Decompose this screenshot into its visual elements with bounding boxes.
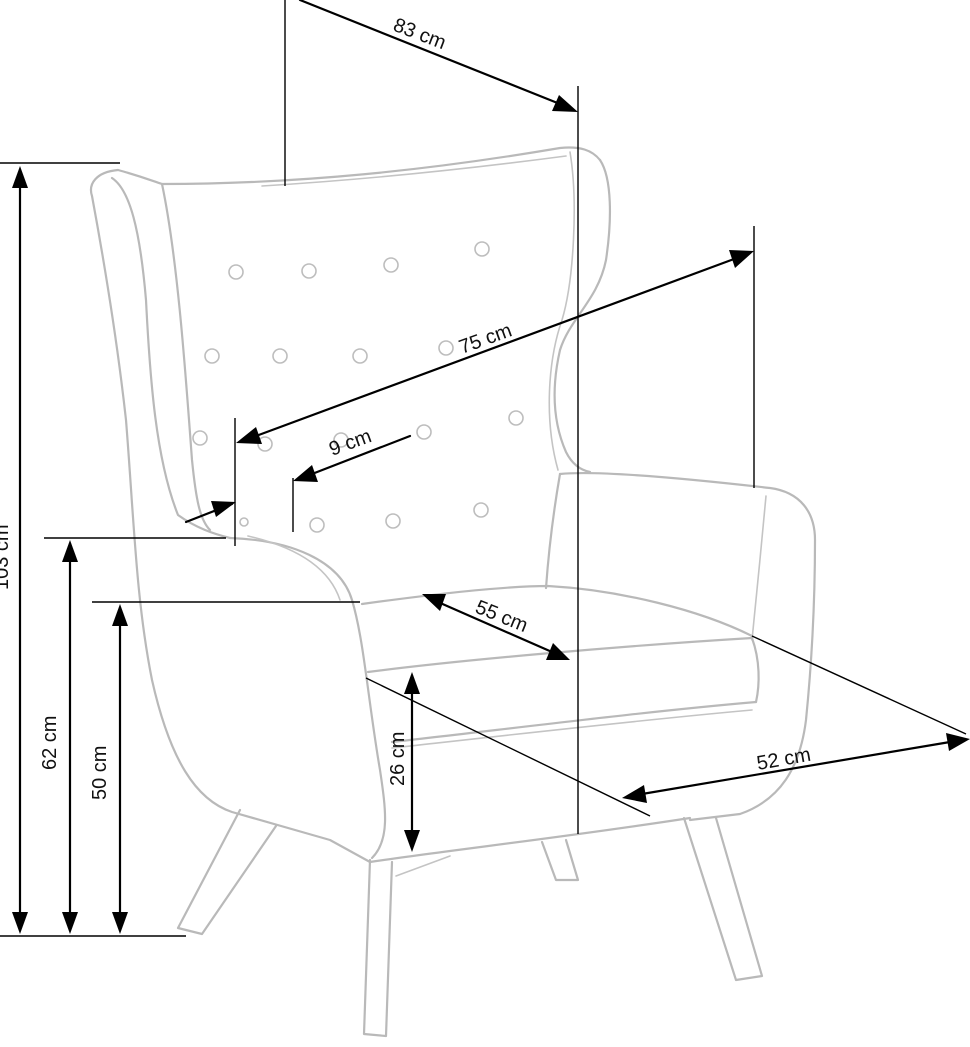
width-total-label: 75 cm bbox=[456, 319, 515, 358]
seat-width-label: 52 cm bbox=[755, 744, 812, 775]
left-wing-outline bbox=[89, 168, 372, 864]
tuft-button bbox=[333, 432, 349, 448]
tuft-button bbox=[385, 513, 401, 529]
right-arm-front bbox=[751, 495, 767, 641]
front-right-leg bbox=[682, 816, 764, 982]
front-left-leg bbox=[362, 858, 394, 1038]
tuft-button bbox=[473, 502, 489, 518]
tuft-button bbox=[416, 424, 432, 440]
dimension-labels: 83 cm 75 cm 9 cm 55 cm 52 cm 103 cm 62 c… bbox=[0, 14, 813, 800]
seat-height-arrowhead-top bbox=[112, 604, 128, 626]
seat-depth-dimension-line bbox=[436, 600, 554, 654]
seat-base-line bbox=[391, 709, 753, 749]
seat-cushion-front-top bbox=[366, 636, 754, 674]
tuft-button bbox=[228, 264, 244, 280]
tuft-button bbox=[257, 436, 273, 452]
cushion-arrowhead-top bbox=[404, 672, 420, 694]
seat-height-arrowhead-bottom bbox=[112, 912, 128, 934]
backrest-top bbox=[116, 146, 602, 186]
armrest-height-label: 62 cm bbox=[39, 716, 61, 770]
seat-width-arrowhead-right bbox=[946, 733, 970, 751]
left-arm-outline bbox=[228, 536, 387, 860]
height-arrowhead-top bbox=[12, 166, 28, 188]
armrest-arrowhead-left bbox=[211, 501, 236, 517]
tuft-button bbox=[508, 410, 524, 426]
armchair-drawing bbox=[89, 146, 817, 1038]
leg-brace bbox=[395, 855, 451, 877]
tuft-button bbox=[301, 263, 317, 279]
right-arm-side bbox=[544, 472, 562, 590]
seat-width-dimension-line bbox=[640, 740, 952, 796]
left-arm-inner bbox=[247, 535, 341, 601]
width-arrowhead-right bbox=[729, 250, 754, 268]
height-arrowhead-bottom bbox=[12, 912, 28, 934]
height-total-label: 103 cm bbox=[0, 524, 13, 590]
tuft-button bbox=[204, 348, 220, 364]
tuft-button bbox=[309, 517, 325, 533]
back-right-leg bbox=[540, 838, 580, 882]
width-arrowhead-left bbox=[236, 427, 262, 444]
seat-cushion-side bbox=[750, 636, 760, 704]
back-left-leg bbox=[176, 808, 278, 936]
armrest-width-label: 9 cm bbox=[326, 425, 374, 460]
right-wing-outline bbox=[553, 158, 611, 474]
seat-width-extension-left bbox=[365, 677, 651, 817]
backrest-left-edge bbox=[160, 182, 212, 532]
armrest-dimension-line-right bbox=[310, 434, 412, 476]
width-dimension-line bbox=[254, 257, 736, 438]
chair-base bbox=[368, 816, 692, 864]
seat-cushion-front-bottom bbox=[390, 700, 758, 744]
seat-cushion-top bbox=[360, 584, 754, 638]
arm-height-arrowhead-top bbox=[62, 540, 78, 562]
depth-arrowhead bbox=[552, 95, 578, 112]
depth-dimension-line bbox=[298, 0, 562, 106]
tuft-button bbox=[239, 517, 249, 527]
right-arm-outline bbox=[558, 472, 817, 822]
tuft-button bbox=[272, 348, 288, 364]
armrest-arrowhead-right bbox=[293, 465, 318, 482]
backrest-top-band bbox=[261, 155, 567, 187]
tuft-button bbox=[383, 257, 399, 273]
cushion-thickness-label: 26 cm bbox=[387, 732, 409, 786]
arm-height-arrowhead-bottom bbox=[62, 912, 78, 934]
tuft-button bbox=[192, 430, 208, 446]
tufted-buttons bbox=[192, 241, 524, 533]
tuft-button bbox=[352, 348, 368, 364]
tuft-button bbox=[438, 340, 454, 356]
cushion-arrowhead-bottom bbox=[404, 830, 420, 852]
tuft-button bbox=[474, 241, 490, 257]
right-wing-inner bbox=[548, 151, 575, 471]
seat-height-label: 50 cm bbox=[89, 746, 111, 800]
seat-depth-arrowhead-bottom bbox=[546, 643, 570, 660]
dimension-lines bbox=[0, 0, 970, 937]
seat-width-arrowhead-left bbox=[622, 785, 647, 803]
left-wing-inner bbox=[110, 176, 232, 540]
seat-depth-arrowhead-top bbox=[422, 594, 446, 611]
seat-width-extension-right bbox=[751, 635, 967, 735]
